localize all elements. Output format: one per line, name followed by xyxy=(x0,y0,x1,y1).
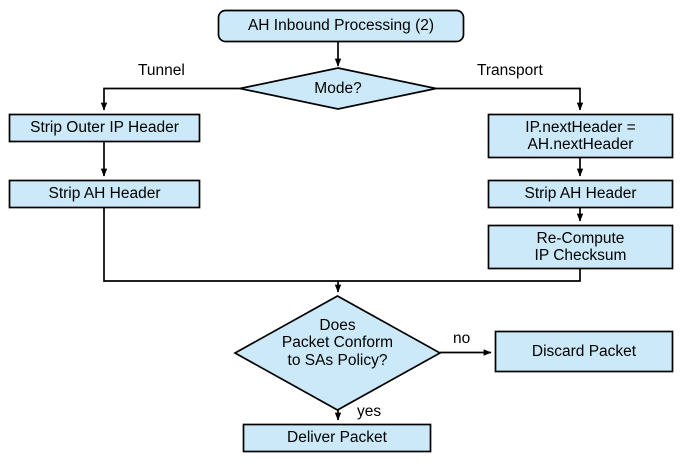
edge-mode-transport xyxy=(436,87,584,111)
node-shape-mode-decision xyxy=(239,67,437,110)
edge-label-no: no xyxy=(453,330,471,347)
node-shape-ip-nextheader-assign xyxy=(487,113,674,159)
node-shape-discard-packet xyxy=(494,330,674,373)
node-shape-strip-ah-header-tunnel xyxy=(8,179,201,209)
edge-label-transport: Transport xyxy=(477,62,543,79)
node-shape-strip-ah-header-transport xyxy=(487,179,674,209)
edge-mode-tunnel xyxy=(100,87,240,111)
node-shape-sa-policy-decision xyxy=(233,295,442,411)
node-shape-start xyxy=(217,9,465,43)
edge-tunnel-merge xyxy=(103,208,338,282)
node-shape-strip-outer-ip-header xyxy=(8,113,201,143)
edge-label-tunnel: Tunnel xyxy=(138,62,185,79)
edge-label-yes: yes xyxy=(357,403,382,420)
edge-transport-merge xyxy=(338,269,581,282)
node-shape-deliver-packet xyxy=(242,423,432,453)
node-shape-recompute-ip-checksum xyxy=(487,224,674,270)
